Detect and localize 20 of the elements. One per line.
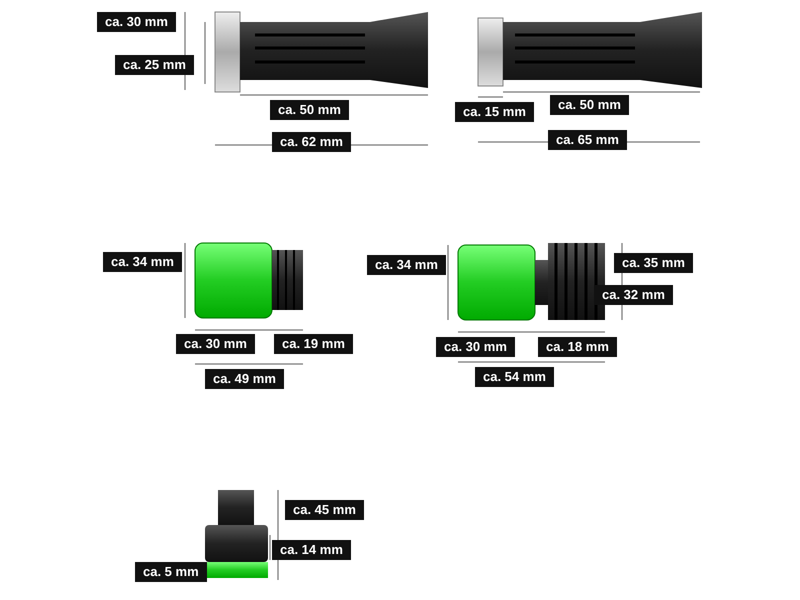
dimension-label: ca. 65 mm (548, 130, 627, 150)
dimension-label: ca. 35 mm (614, 253, 693, 273)
dimension-label: ca. 62 mm (272, 132, 351, 152)
dimension-label: ca. 54 mm (475, 367, 554, 387)
dimension-label: ca. 30 mm (97, 12, 176, 32)
dimension-label: ca. 50 mm (270, 100, 349, 120)
dimension-label: ca. 50 mm (550, 95, 629, 115)
dimension-label: ca. 14 mm (272, 540, 351, 560)
dimension-label: ca. 5 mm (135, 562, 207, 582)
dimension-label: ca. 18 mm (538, 337, 617, 357)
dimension-label: ca. 45 mm (285, 500, 364, 520)
dimension-label: ca. 30 mm (436, 337, 515, 357)
dimension-label: ca. 15 mm (455, 102, 534, 122)
dimension-label: ca. 49 mm (205, 369, 284, 389)
dimension-label: ca. 34 mm (103, 252, 182, 272)
dimension-label: ca. 32 mm (594, 285, 673, 305)
dimension-label: ca. 34 mm (367, 255, 446, 275)
dimension-label: ca. 30 mm (176, 334, 255, 354)
dimension-label: ca. 25 mm (115, 55, 194, 75)
dimension-label: ca. 19 mm (274, 334, 353, 354)
